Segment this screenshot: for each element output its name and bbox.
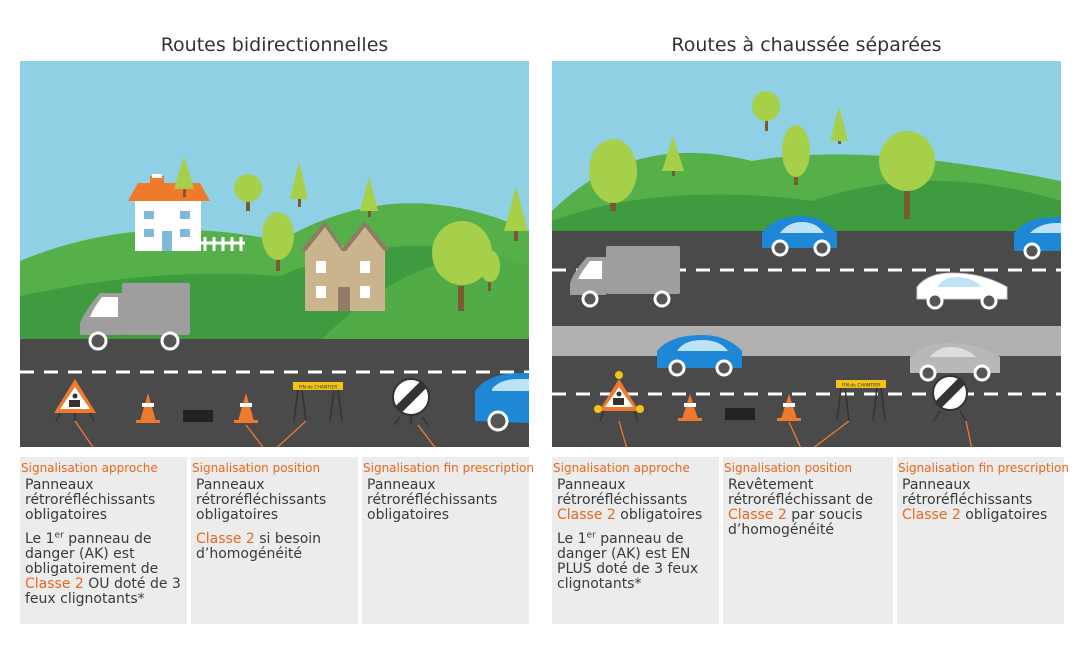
column-heading: Signalisation approche	[553, 461, 690, 475]
column-body: Panneaux rétroréfléchissants obligatoire…	[196, 478, 354, 571]
column-text: Classe 2 si besoin d’homogénéité	[196, 531, 322, 562]
flashing-light-icon	[636, 405, 644, 413]
right-col-end: Signalisation fin prescription Panneaux …	[897, 457, 1069, 624]
beige-house-icon	[300, 221, 390, 311]
danger-sign-ak-icon	[54, 379, 96, 422]
tree-icon	[234, 174, 262, 211]
column-text: Panneaux rétroréfléchissants Classe 2 ob…	[557, 477, 703, 523]
danger-sign-ak-icon	[594, 371, 644, 422]
van-icon	[80, 283, 190, 351]
column-text: Panneaux rétroréfléchissants obligatoire…	[25, 477, 156, 523]
column-body: Panneaux rétroréfléchissants obligatoire…	[25, 478, 183, 616]
left-col-approach: Signalisation approche Panneaux rétroréf…	[20, 457, 187, 624]
blue-car-icon	[1014, 217, 1061, 260]
white-car-icon	[916, 272, 1008, 310]
column-body: Panneaux rétroréfléchissants Classe 2 ob…	[557, 478, 715, 601]
blue-car-icon	[762, 216, 837, 257]
right-panel-title: Routes à chaussée séparées	[671, 34, 942, 56]
traffic-cone-icon	[136, 393, 160, 423]
column-text: Le 1er panneau de danger (AK) est obliga…	[25, 530, 181, 607]
fin-chantier-barrier-icon: FIN de CHANTIER	[293, 382, 343, 422]
tree-icon	[432, 221, 492, 311]
column-body: Revêtement rétroréfléchissant de Classe …	[728, 478, 889, 547]
tree-icon	[262, 212, 294, 271]
tree-icon	[174, 156, 194, 197]
column-text: Le 1er panneau de danger (AK) est EN PLU…	[557, 530, 699, 592]
column-heading: Signalisation position	[724, 461, 853, 475]
column-text: Panneaux rétroréfléchissants obligatoire…	[367, 477, 498, 523]
column-heading: Signalisation approche	[21, 461, 158, 475]
column-heading: Signalisation position	[192, 461, 321, 475]
right-col-approach: Signalisation approche Panneaux rétroréf…	[552, 457, 719, 624]
column-heading: Signalisation fin prescription	[363, 461, 534, 475]
tree-icon	[360, 176, 378, 217]
column-text: Panneaux rétroréfléchissants obligatoire…	[196, 477, 327, 523]
flashing-light-icon	[594, 405, 602, 413]
column-body: Panneaux rétroréfléchissants obligatoire…	[367, 478, 525, 532]
traffic-cone-icon	[678, 394, 702, 421]
column-heading: Signalisation fin prescription	[898, 461, 1069, 475]
blue-car-icon	[657, 335, 742, 377]
column-text: Revêtement rétroréfléchissant de Classe …	[728, 477, 873, 538]
flashing-light-icon	[615, 371, 623, 379]
tree-icon	[782, 125, 810, 185]
van-icon	[570, 246, 680, 308]
tree-icon	[480, 250, 500, 291]
column-text: Panneaux rétroréfléchissants Classe 2 ob…	[902, 477, 1048, 523]
tree-icon	[830, 106, 848, 144]
left-panel-title: Routes bidirectionnelles	[160, 34, 389, 56]
road-plate	[725, 408, 755, 420]
grey-car-icon	[910, 343, 1000, 382]
tree-icon	[504, 186, 528, 241]
left-col-position: Signalisation position Panneaux rétroréf…	[191, 457, 358, 624]
traffic-cone-icon	[234, 393, 258, 423]
right-scene-illustration: FIN de CHANTIER	[552, 61, 1061, 447]
tree-icon	[879, 131, 935, 219]
tree-icon	[589, 139, 637, 211]
blue-car-icon	[475, 373, 529, 432]
right-col-position: Signalisation position Revêtement rétror…	[723, 457, 893, 624]
tree-icon	[752, 91, 780, 131]
fin-chantier-barrier-icon: FIN de CHANTIER	[836, 380, 886, 422]
road-plate	[183, 410, 213, 422]
tree-icon	[662, 136, 684, 176]
end-prescription-sign-icon	[392, 378, 430, 426]
traffic-cone-icon	[777, 394, 801, 421]
column-body: Panneaux rétroréfléchissants Classe 2 ob…	[902, 478, 1060, 532]
svg-text:FIN de CHANTIER: FIN de CHANTIER	[299, 385, 338, 391]
svg-text:FIN de CHANTIER: FIN de CHANTIER	[842, 383, 881, 389]
white-house-icon	[128, 174, 245, 251]
left-col-end: Signalisation fin prescription Panneaux …	[362, 457, 534, 624]
tree-icon	[290, 161, 308, 207]
end-prescription-sign-icon	[932, 375, 968, 422]
left-scene-illustration: FIN de CHANTIER	[20, 61, 529, 447]
